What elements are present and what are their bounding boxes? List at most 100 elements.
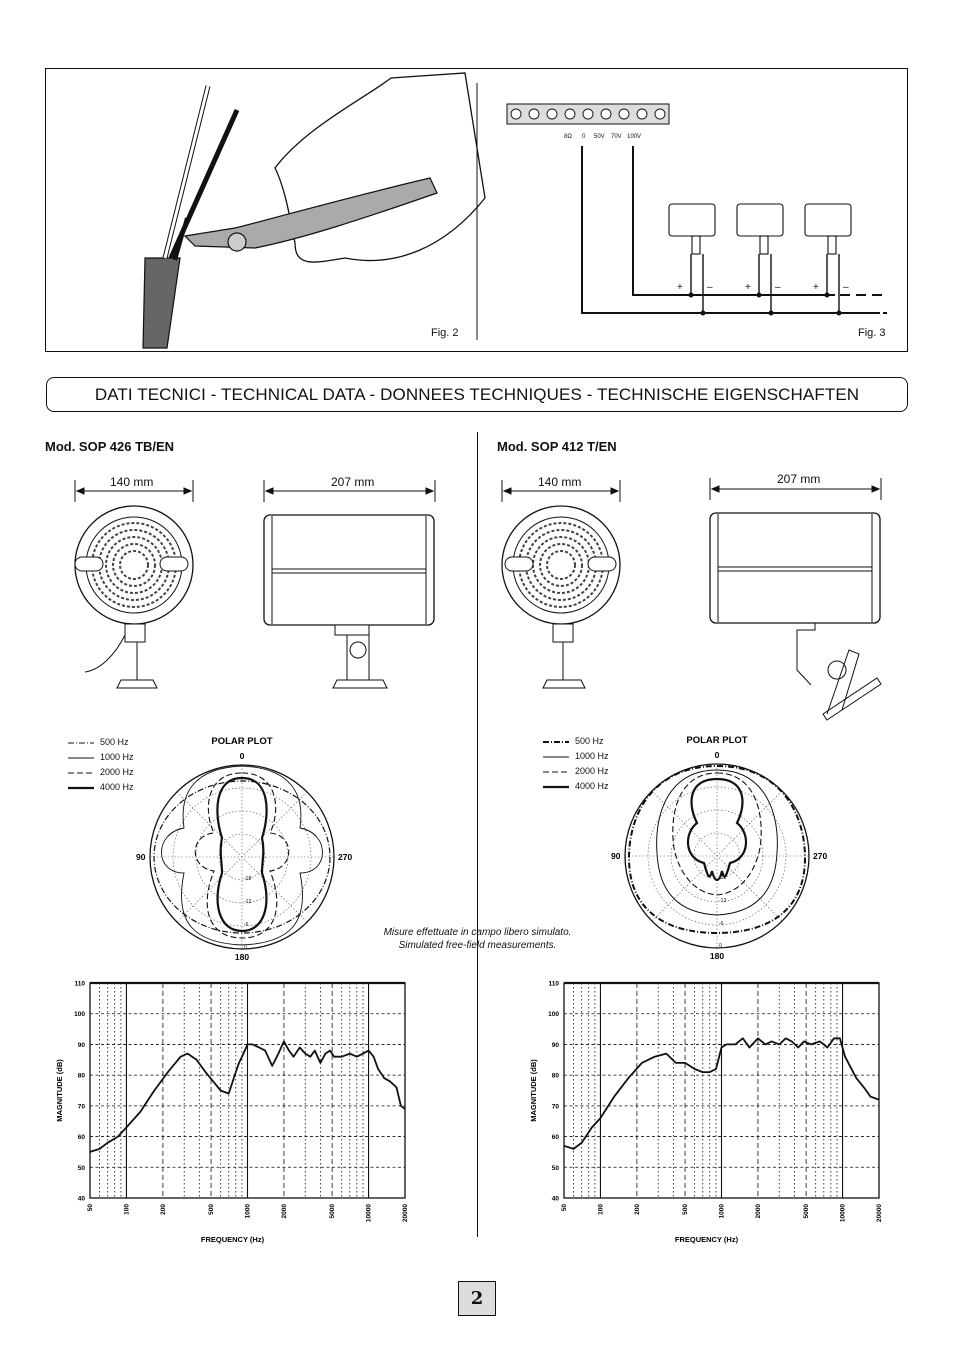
left-model-title: Mod. SOP 426 TB/EN <box>45 439 175 454</box>
legend-label: 4000 Hz <box>100 782 134 792</box>
right-front-dimension: 140 mm <box>538 475 582 489</box>
x-tick-label: 200 <box>160 1204 167 1215</box>
svg-text:+: + <box>677 282 683 293</box>
x-tick-label: 50 <box>561 1204 568 1212</box>
right-side-dimension: 207 mm <box>777 472 821 486</box>
angle-label-270: 270 <box>813 851 827 861</box>
angle-label-90: 90 <box>136 852 146 862</box>
y-axis-label: MAGNITUDE (dB) <box>55 1059 64 1122</box>
figures-box <box>45 68 908 352</box>
x-tick-label: 20000 <box>876 1204 883 1222</box>
ring-label: -6 <box>719 921 724 927</box>
left-polar-legend: 500 Hz 1000 Hz 2000 Hz 4000 Hz <box>68 735 134 795</box>
x-tick-label: 1000 <box>245 1204 252 1219</box>
measurement-note-en: Simulated free-field measurements. <box>398 939 557 951</box>
y-tick-label: 90 <box>78 1042 86 1049</box>
legend-label: 4000 Hz <box>575 781 609 791</box>
x-tick-label: 10000 <box>840 1204 847 1222</box>
response-curve <box>563 1037 880 1150</box>
fig3-wiring-diagram: 8Ω 0 50V 70V 100V + – + – + – <box>476 83 887 340</box>
x-tick-label: 500 <box>682 1204 689 1215</box>
ring-label: 0 <box>244 945 247 951</box>
angle-label-90: 90 <box>611 851 621 861</box>
legend-label: 500 Hz <box>575 736 604 746</box>
terminal-label: 0 <box>582 134 586 140</box>
x-tick-label: 2000 <box>281 1204 288 1219</box>
y-tick-label: 70 <box>552 1103 560 1110</box>
ring-label: 0 <box>719 943 722 949</box>
left-polar-plot: POLAR PLOT 0 90 270 180 -18 -12 -6 0 <box>136 736 352 962</box>
angle-label-270: 270 <box>338 852 352 862</box>
svg-text:–: – <box>843 282 849 293</box>
left-front-dimension: 140 mm <box>110 475 154 489</box>
x-tick-label: 200 <box>634 1204 641 1215</box>
terminal-label: 8Ω <box>564 134 572 140</box>
y-tick-label: 40 <box>78 1196 86 1203</box>
fig2-cable-cutting-illustration <box>142 72 486 349</box>
terminal-label: 100V <box>627 134 641 140</box>
legend-label: 2000 Hz <box>575 766 609 776</box>
x-tick-label: 2000 <box>755 1204 762 1219</box>
terminal-label: 70V <box>611 134 622 140</box>
legend-label: 1000 Hz <box>575 751 609 761</box>
polar-title: POLAR PLOT <box>686 735 747 746</box>
x-tick-label: 10000 <box>366 1204 373 1222</box>
angle-label-180: 180 <box>235 952 249 962</box>
svg-text:+: + <box>813 282 819 293</box>
x-axis-label: FREQUENCY (Hz) <box>201 1235 265 1244</box>
y-tick-label: 50 <box>552 1165 560 1172</box>
column-divider <box>477 432 478 1237</box>
legend-label: 2000 Hz <box>100 767 134 777</box>
y-tick-label: 100 <box>74 1011 85 1018</box>
right-product-drawings <box>501 478 882 721</box>
right-polar-plot: POLAR PLOT 0 90 270 180 -18 -12 -6 0 <box>611 735 827 961</box>
y-axis-label: MAGNITUDE (dB) <box>529 1059 538 1122</box>
fig3-caption: Fig. 3 <box>858 327 886 339</box>
svg-text:–: – <box>775 282 781 293</box>
x-tick-label: 5000 <box>803 1204 810 1219</box>
x-tick-label: 50 <box>87 1204 94 1212</box>
x-tick-label: 20000 <box>402 1204 409 1222</box>
y-tick-label: 60 <box>78 1134 86 1141</box>
angle-label-0: 0 <box>715 750 720 760</box>
y-tick-label: 80 <box>552 1073 560 1080</box>
y-tick-label: 40 <box>552 1196 560 1203</box>
x-tick-label: 500 <box>208 1204 215 1215</box>
left-product-drawings <box>74 480 436 689</box>
y-tick-label: 60 <box>552 1134 560 1141</box>
page-number: 2 <box>458 1281 496 1316</box>
legend-label: 1000 Hz <box>100 752 134 762</box>
y-tick-label: 110 <box>549 981 560 988</box>
ring-label: -12 <box>719 898 726 904</box>
y-tick-label: 80 <box>78 1073 86 1080</box>
left-side-dimension: 207 mm <box>331 475 375 489</box>
svg-text:–: – <box>707 282 713 293</box>
y-tick-label: 50 <box>78 1165 86 1172</box>
y-tick-label: 70 <box>78 1103 86 1110</box>
measurement-note: Misure effettuate in campo libero simula… <box>340 927 615 952</box>
y-tick-label: 90 <box>552 1042 560 1049</box>
x-tick-label: 5000 <box>329 1204 336 1219</box>
ring-label: -18 <box>244 876 251 882</box>
y-tick-label: 110 <box>75 981 86 988</box>
angle-label-180: 180 <box>710 951 724 961</box>
measurement-note-it: Misure effettuate in campo libero simula… <box>383 927 572 938</box>
terminal-label: 50V <box>594 134 605 140</box>
svg-text:+: + <box>745 282 751 293</box>
right-model-title: Mod. SOP 412 T/EN <box>497 439 617 454</box>
polar-title: POLAR PLOT <box>211 736 272 747</box>
section-title: DATI TECNICI - TECHNICAL DATA - DONNEES … <box>46 377 908 412</box>
page-number-value: 2 <box>470 1288 484 1309</box>
ring-label: -6 <box>244 922 249 928</box>
legend-label: 500 Hz <box>100 737 129 747</box>
y-tick-label: 100 <box>548 1011 559 1018</box>
response-curve <box>89 1040 406 1153</box>
angle-label-0: 0 <box>240 751 245 761</box>
fig2-caption: Fig. 2 <box>431 327 459 339</box>
right-polar-legend: 500 Hz 1000 Hz 2000 Hz 4000 Hz <box>543 734 609 794</box>
x-axis-label: FREQUENCY (Hz) <box>675 1235 739 1244</box>
x-tick-label: 100 <box>123 1204 130 1215</box>
x-tick-label: 100 <box>597 1204 604 1215</box>
